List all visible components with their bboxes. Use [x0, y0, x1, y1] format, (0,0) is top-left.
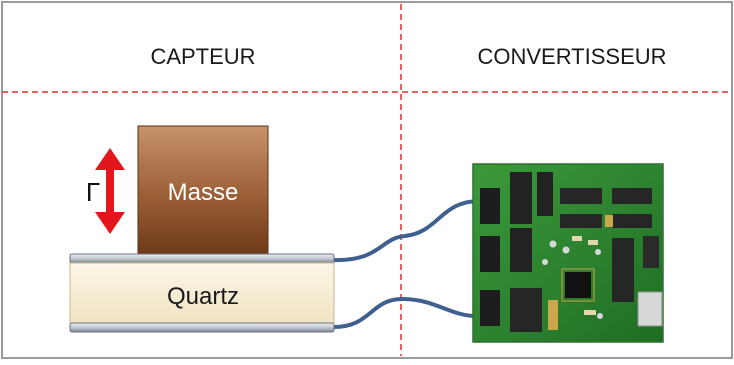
- top-electrode: [69, 253, 335, 264]
- pcb-board-icon: [472, 163, 664, 343]
- cable-top: [330, 198, 484, 263]
- double-arrow-icon: [95, 148, 125, 234]
- mass-label: Masse: [168, 179, 239, 206]
- section-title-capteur: CAPTEUR: [150, 44, 255, 69]
- section-title-convertisseur: CONVERTISSEUR: [477, 44, 666, 69]
- mass-block: Masse: [137, 125, 269, 255]
- acceleration-symbol: Γ: [86, 177, 100, 207]
- bottom-electrode: [69, 322, 335, 333]
- quartz-label: Quartz: [167, 283, 239, 310]
- quartz-slab: Quartz: [69, 262, 335, 324]
- cable-bottom: [330, 296, 486, 330]
